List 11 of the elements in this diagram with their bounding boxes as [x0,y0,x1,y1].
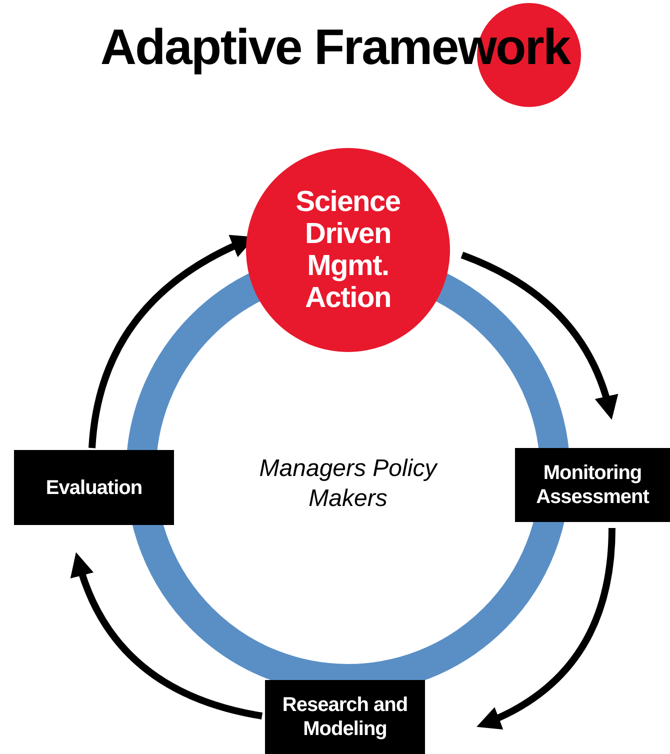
node-label: Evaluation [44,476,144,500]
node-label: Research and Modeling [281,693,409,741]
node-label: Monitoring Assessment [535,461,650,509]
center-note: Managers Policy Makers [258,454,438,514]
stage-box [265,680,425,754]
node-label: Science Driven Mgmt. Action [294,186,402,314]
curved-arrow [476,528,616,729]
stage-box [515,448,670,522]
curved-arrow [460,252,618,420]
curved-arrow [71,552,263,720]
stage-box [14,450,174,525]
